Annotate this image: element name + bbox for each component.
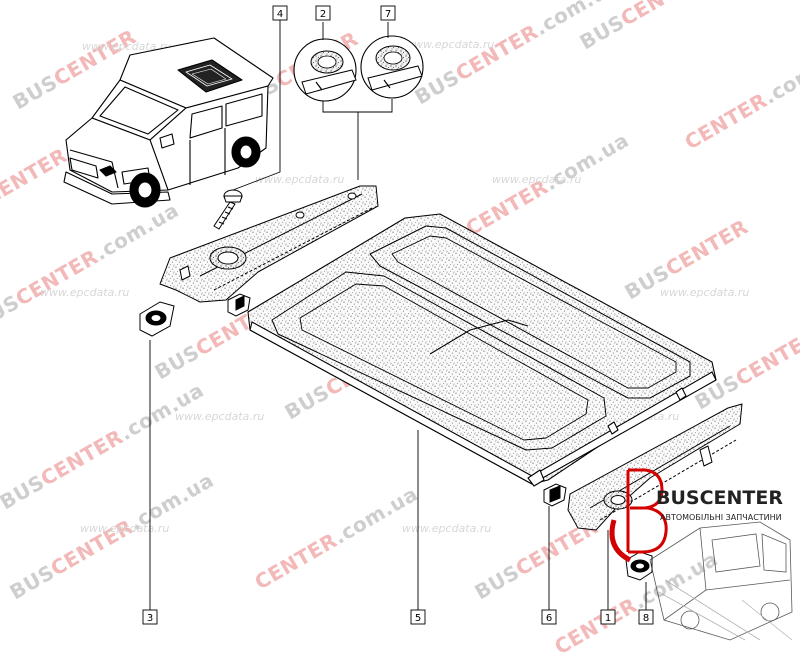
svg-text:8: 8	[643, 613, 649, 624]
svg-text:CENTER.com.ua: CENTER.com.ua	[681, 42, 800, 155]
svg-text:6: 6	[546, 613, 552, 624]
van-illustration	[63, 37, 274, 208]
callout-leaders	[149, 20, 647, 610]
svg-text:7: 7	[385, 9, 391, 20]
callout-8: 8	[638, 609, 654, 625]
svg-text:2: 2	[320, 9, 326, 20]
logo-name: BUSCENTER	[656, 487, 783, 509]
callout-5: 5	[410, 609, 426, 625]
clip-part-8	[625, 551, 653, 581]
callout-6: 6	[541, 609, 557, 625]
watermark-stamp: BUSCENTER.com.ua	[411, 0, 623, 109]
svg-text:5: 5	[415, 613, 421, 624]
left-side-trim	[159, 185, 379, 303]
inset-leader-lines	[322, 99, 393, 180]
watermark-stamp: CENTER.com.ua	[681, 42, 800, 155]
detail-inset-2	[293, 38, 357, 102]
watermark-url: www.epcdata.ru	[405, 38, 494, 51]
floor-panel	[247, 213, 717, 487]
callout-2: 2	[315, 5, 331, 21]
clip-upper	[227, 293, 251, 317]
right-side-trim	[567, 403, 743, 531]
clip-part-3	[139, 301, 175, 337]
svg-text:1: 1	[605, 613, 611, 624]
logo-van-icon	[649, 521, 793, 641]
callout-1: 1	[600, 609, 616, 625]
callout-4: 4	[272, 5, 288, 21]
logo-emblem-icon	[626, 468, 668, 554]
svg-text:CENTER.com.ua: CENTER.com.ua	[251, 482, 422, 595]
clip-part-6	[543, 483, 567, 507]
svg-text:3: 3	[147, 613, 153, 624]
watermark-url: www.epcdata.ru	[80, 522, 169, 535]
buscenter-logo: BUSCENTER АВТОМОБІЛЬНІ ЗАПЧАСТИНИ	[609, 468, 793, 641]
logo-tagline: АВТОМОБІЛЬНІ ЗАПЧАСТИНИ	[660, 513, 782, 522]
detail-inset-7	[360, 35, 424, 99]
svg-text:BUSCENTER.com.ua: BUSCENTER.com.ua	[411, 0, 623, 109]
svg-text:BUSCENTER.com.ua: BUSCENTER.com.ua	[576, 0, 788, 54]
watermark-url: www.epcdata.ru	[492, 173, 581, 186]
callout-7: 7	[380, 5, 396, 21]
watermark-url: www.epcdata.ru	[175, 410, 264, 423]
watermark-stamp: CENTER.com.ua	[251, 482, 422, 595]
watermark-stamp: BUSCENTER.com.ua	[576, 0, 788, 54]
callout-3: 3	[142, 609, 158, 625]
watermark-url: www.epcdata.ru	[82, 40, 171, 53]
watermark-url: www.epcdata.ru	[40, 286, 129, 299]
watermark-url: www.epcdata.ru	[402, 522, 491, 535]
watermark-url: www.epcdata.ru	[255, 173, 344, 186]
screw-part-4	[213, 189, 243, 230]
svg-text:4: 4	[277, 9, 283, 20]
watermark-url: www.epcdata.ru	[660, 286, 749, 299]
